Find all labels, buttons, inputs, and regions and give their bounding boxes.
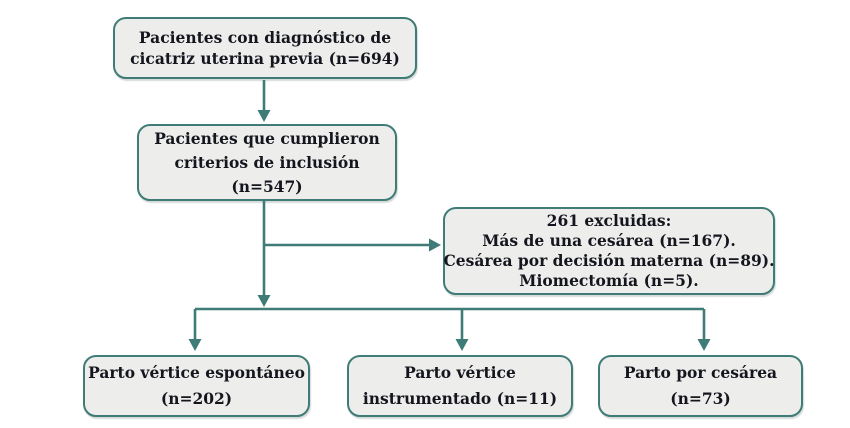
box-text-line: cicatriz uterina previa (n=694): [130, 49, 400, 68]
box-text-line: Más de una cesárea (n=167).: [482, 231, 736, 250]
arrowhead-down-instrumented: [455, 339, 469, 351]
box-text-line: instrumentado (n=11): [362, 389, 558, 408]
flow-box-spontaneous-vertex-delivery: Parto vértice espontáneo (n=202): [83, 355, 310, 417]
box-text-line: Pacientes con diagnóstico de: [138, 28, 392, 47]
arrowhead-right-excluded: [429, 238, 441, 252]
box-text-line: Cesárea por decisión materna (n=89).: [443, 251, 775, 270]
arrowhead-down-inclusion: [257, 110, 271, 122]
box-text-line: Parto por cesárea: [623, 363, 778, 382]
flow-box-cesarean-delivery: Parto por cesárea (n=73): [598, 355, 803, 417]
box-text-line: criterios de inclusión: [174, 152, 360, 172]
arrowhead-down-trunk: [257, 295, 271, 307]
flow-box-instrumented-vertex-delivery: Parto vértice instrumentado (n=11): [347, 355, 573, 417]
box-text-line: (n=547): [231, 176, 303, 196]
box-text-line: (n=73): [670, 389, 731, 408]
box-text-line: 261 excluidas:: [546, 211, 672, 230]
flow-box-excluded: 261 excluidas: Más de una cesárea (n=167…: [443, 207, 775, 295]
box-text-line: Parto vértice: [404, 363, 516, 382]
arrowhead-down-spontaneous: [188, 339, 202, 351]
box-text-line: Parto vértice espontáneo: [88, 363, 305, 382]
flow-box-diagnosis: Pacientes con diagnóstico de cicatriz ut…: [113, 17, 417, 79]
arrowhead-down-cesarean: [697, 339, 711, 351]
flow-box-inclusion: Pacientes que cumplieron criterios de in…: [137, 124, 397, 201]
box-text-line: Miomectomía (n=5).: [519, 271, 699, 290]
box-text-line: Pacientes que cumplieron: [154, 128, 380, 148]
box-text-line: (n=202): [160, 389, 233, 408]
